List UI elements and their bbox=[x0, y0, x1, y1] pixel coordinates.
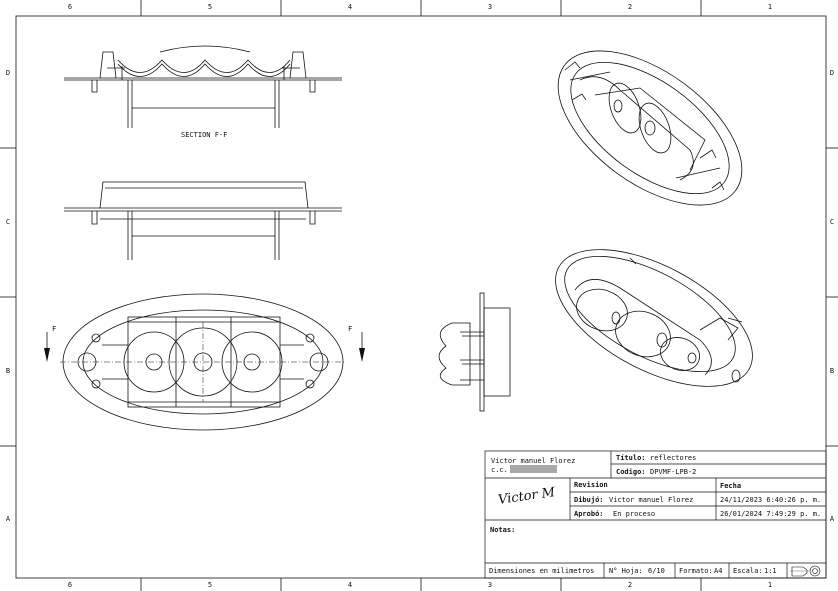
title-value: reflectores bbox=[650, 454, 697, 462]
format-label: Formato: bbox=[679, 567, 713, 575]
sheet-label: N° Hoja: bbox=[609, 567, 643, 575]
cut-mark-right: F bbox=[348, 325, 353, 333]
zone-row-a-left: A bbox=[5, 515, 11, 523]
zone-col-6-top: 6 bbox=[67, 3, 73, 11]
zone-col-5-top: 5 bbox=[207, 3, 213, 11]
drawn-label: Dibujó: bbox=[574, 496, 604, 504]
scale-value: 1:1 bbox=[764, 567, 777, 575]
front-view bbox=[64, 181, 342, 260]
zone-row-c-left: C bbox=[5, 218, 11, 226]
drawn-date: 24/11/2023 6:40:26 p. m. bbox=[720, 496, 822, 504]
revision-label: Revision bbox=[574, 481, 608, 489]
author-name: Victor manuel Florez bbox=[491, 457, 576, 465]
approved-date: 26/01/2024 7:49:29 p. m. bbox=[720, 510, 822, 518]
sheet-value: 6/10 bbox=[648, 567, 665, 575]
zone-col-4-bottom: 4 bbox=[347, 581, 353, 589]
date-label: Fecha bbox=[720, 482, 742, 490]
notes-label: Notas: bbox=[490, 526, 516, 534]
cut-mark-left: F bbox=[52, 325, 57, 333]
zone-col-3-top: 3 bbox=[487, 3, 493, 11]
zone-col-2-top: 2 bbox=[627, 3, 633, 11]
zone-col-4-top: 4 bbox=[347, 3, 353, 11]
title-block-lines bbox=[484, 450, 827, 579]
title-label: Título: bbox=[616, 454, 646, 462]
zone-row-d-left: D bbox=[5, 69, 11, 77]
zone-col-2-bottom: 2 bbox=[627, 581, 633, 589]
section-view bbox=[64, 45, 342, 128]
side-view bbox=[438, 292, 511, 412]
drawn-value: Victor manuel Florez bbox=[609, 496, 694, 504]
zone-col-1-bottom: 1 bbox=[767, 581, 773, 589]
plan-view bbox=[46, 293, 363, 431]
approved-value: En proceso bbox=[613, 510, 656, 518]
isometric-view-front bbox=[555, 249, 753, 387]
code-label: Codigo: bbox=[616, 468, 646, 476]
section-label: SECTION F-F bbox=[181, 131, 228, 139]
zone-row-d-right: D bbox=[829, 69, 835, 77]
zone-col-6-bottom: 6 bbox=[67, 581, 73, 589]
zone-col-3-bottom: 3 bbox=[487, 581, 493, 589]
format-value: A4 bbox=[714, 567, 723, 575]
zone-row-a-right: A bbox=[829, 515, 835, 523]
projection-symbol-icon bbox=[790, 565, 821, 577]
code-value: DPVMF-LPB-2 bbox=[650, 468, 697, 476]
scale-label: Escala: bbox=[733, 567, 763, 575]
zone-col-1-top: 1 bbox=[767, 3, 773, 11]
isometric-view-back bbox=[557, 50, 743, 206]
zone-col-5-bottom: 5 bbox=[207, 581, 213, 589]
author-id-label: c.c. bbox=[491, 466, 508, 474]
approved-label: Aprobó: bbox=[574, 510, 604, 518]
zone-row-b-left: B bbox=[5, 367, 11, 375]
zone-row-c-right: C bbox=[829, 218, 835, 226]
units-text: Dimensiones en milimetros bbox=[489, 567, 595, 575]
redacted-id bbox=[510, 465, 557, 473]
cut-arrows bbox=[44, 348, 365, 362]
zone-row-b-right: B bbox=[829, 367, 835, 375]
